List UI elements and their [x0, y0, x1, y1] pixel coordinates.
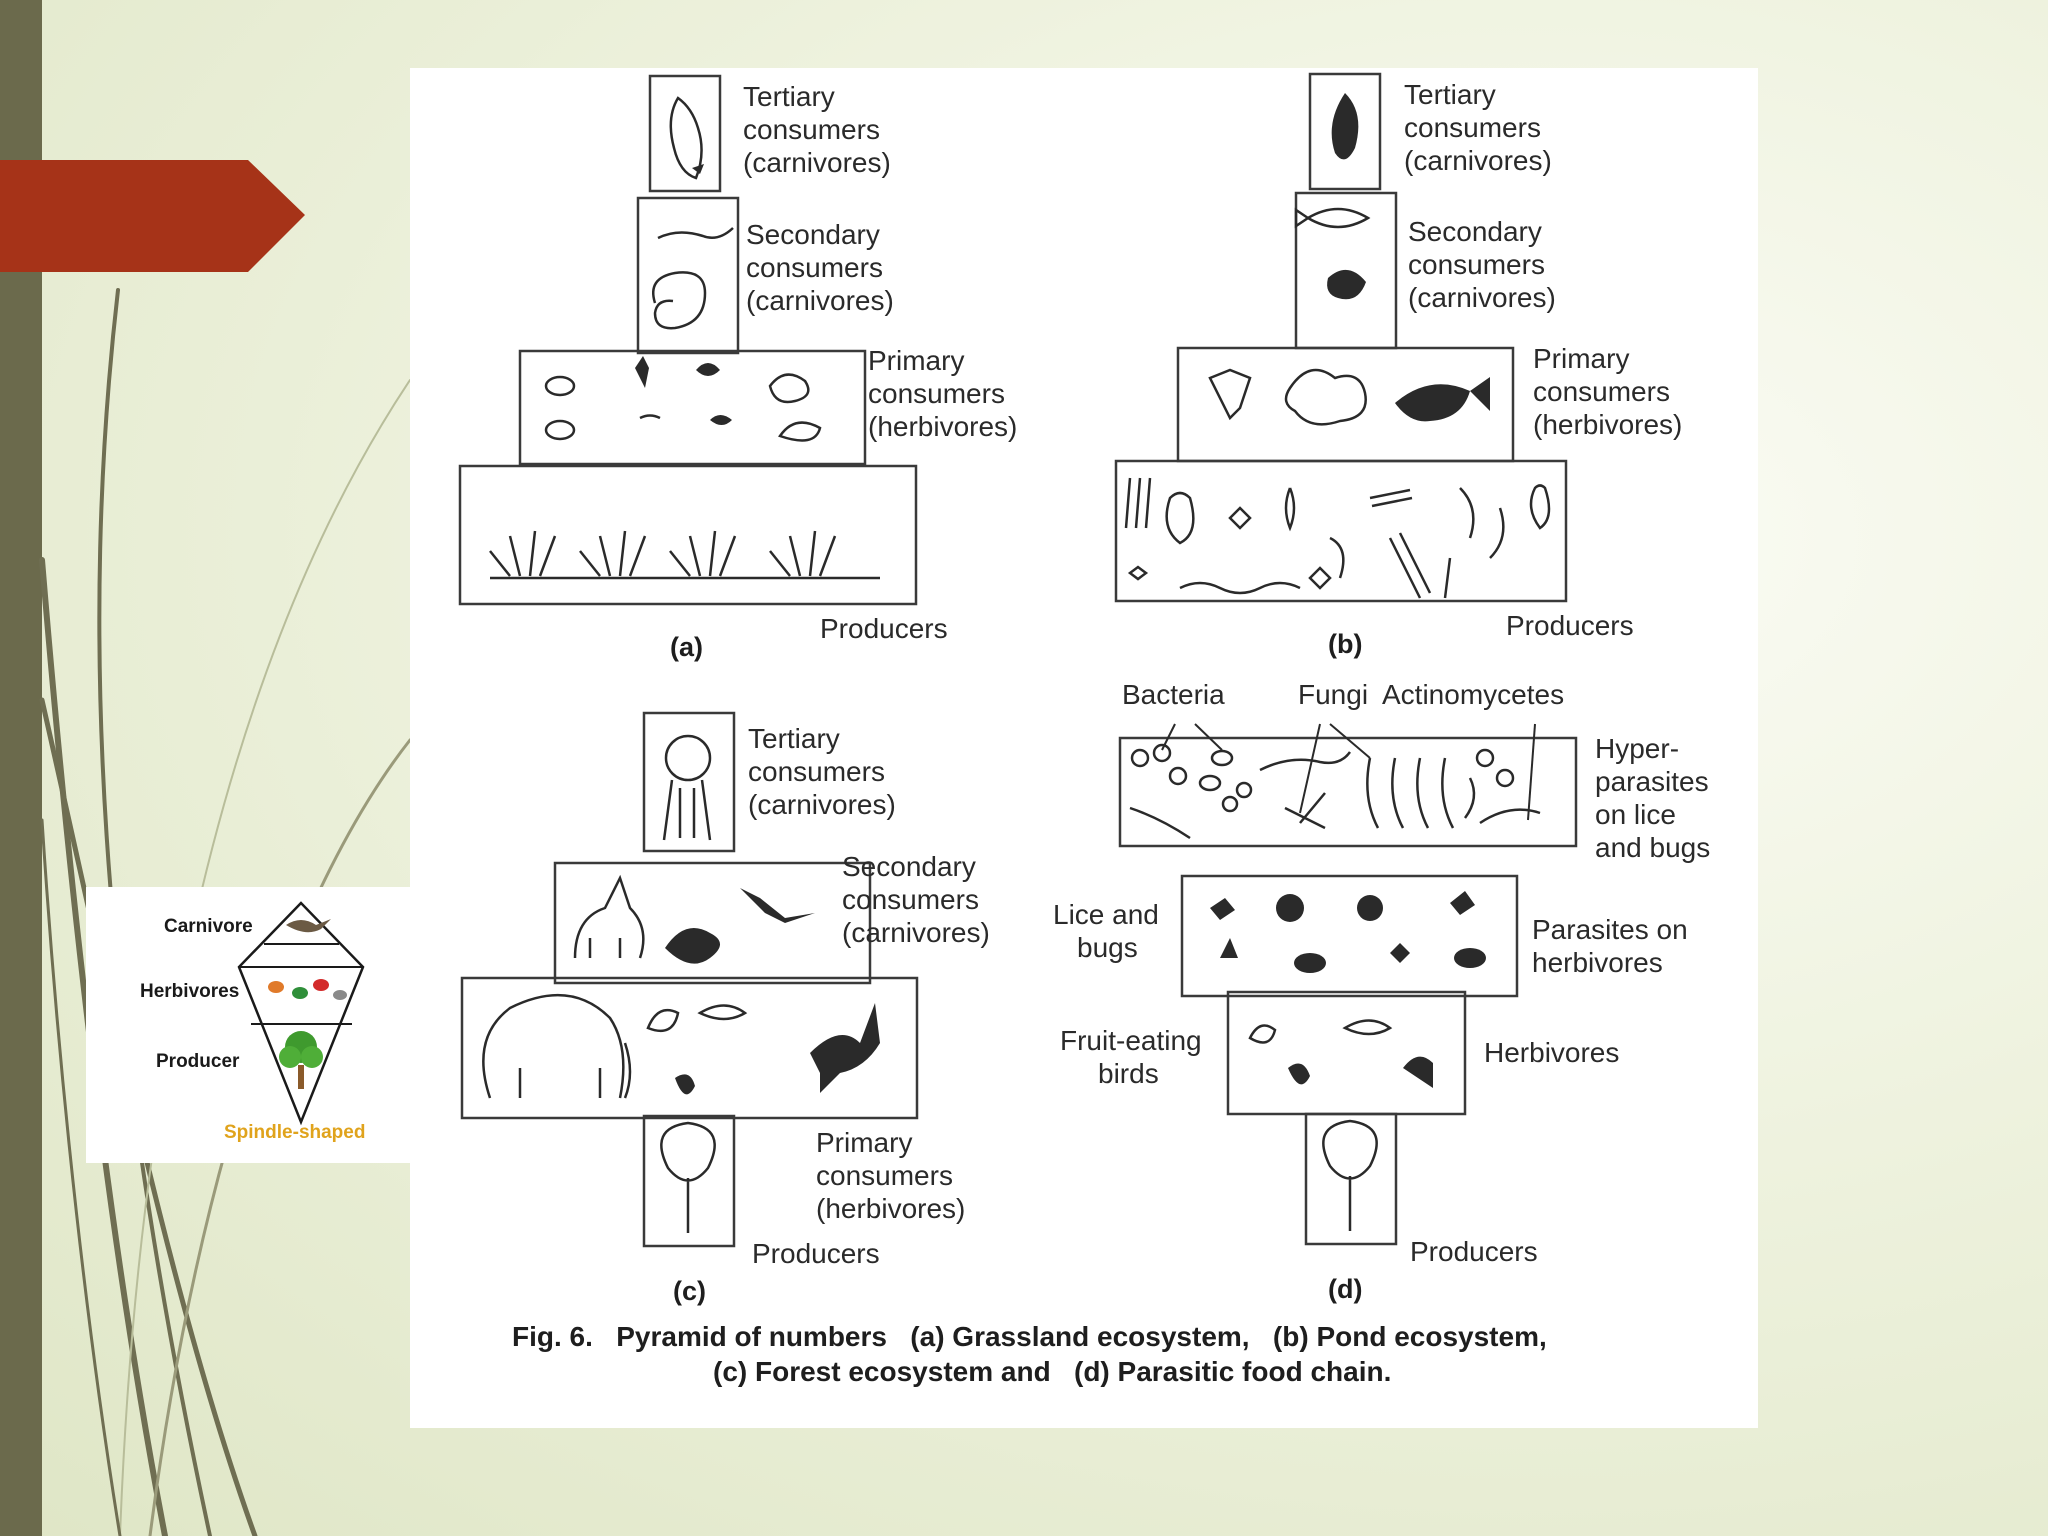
b-secondary-l2: consumers	[1408, 249, 1545, 280]
b-primary-l1: Primary	[1533, 343, 1629, 374]
pyramid-a: Tertiary consumers (carnivores) Secondar…	[458, 74, 1017, 662]
b-tag: (b)	[1328, 629, 1362, 659]
d-pointer-arrows	[1161, 723, 1536, 821]
tree-icon	[279, 1031, 323, 1089]
pyramid-b: Tertiary consumers (carnivores) Secondar…	[1114, 72, 1682, 659]
pyramid-c: Tertiary consumers (carnivores) Secondar…	[460, 711, 990, 1306]
d-tag: (d)	[1328, 1274, 1362, 1304]
b-tertiary-l3: (carnivores)	[1404, 145, 1552, 176]
c-secondary-box	[553, 861, 872, 985]
c-secondary-l3: (carnivores)	[842, 917, 990, 948]
section-arrow-flag	[0, 160, 305, 272]
c-primary-box	[460, 976, 919, 1120]
d-tree-figure	[1322, 1119, 1378, 1231]
inset-producer-label: Producer	[156, 1051, 240, 1072]
c-primary-l2: consumers	[816, 1160, 953, 1191]
a-grass-tufts	[489, 530, 880, 580]
c-secondary-l1: Secondary	[842, 851, 976, 882]
b-producers-label: Producers	[1506, 610, 1634, 641]
b-producer-box	[1114, 459, 1568, 603]
b-primary-l3: (herbivores)	[1533, 409, 1682, 440]
d-fruit-l2: birds	[1098, 1058, 1159, 1089]
c-tertiary-box	[642, 711, 736, 853]
b-primary-l2: consumers	[1533, 376, 1670, 407]
b-tertiary-l1: Tertiary	[1404, 79, 1496, 110]
a-primary-l3: (herbivores)	[868, 411, 1017, 442]
a-secondary-l3: (carnivores)	[746, 285, 894, 316]
b-phytoplankton	[1124, 477, 1551, 599]
c-herbivores	[482, 993, 880, 1099]
c-producers-label: Producers	[752, 1238, 880, 1269]
c-producer-box	[642, 1114, 736, 1248]
c-wolf-snake-lizard	[573, 874, 815, 964]
c-primary-l3: (herbivores)	[816, 1193, 965, 1224]
a-tertiary-box	[648, 74, 722, 193]
d-herbivores-label: Herbivores	[1484, 1037, 1619, 1068]
d-lice-bugs	[1210, 891, 1486, 973]
hawk-icon	[286, 919, 331, 933]
a-tag: (a)	[670, 632, 703, 662]
pyramid-figure-panel: Tertiary consumers (carnivores) Secondar…	[410, 68, 1758, 1428]
pyramid-d: Bacteria Fungi Actinomycetes Hyper- para…	[1053, 679, 1710, 1304]
d-lice-l2: bugs	[1077, 932, 1138, 963]
b-secondary-l1: Secondary	[1408, 216, 1542, 247]
figure-caption-line1: Fig. 6. Pyramid of numbers (a) Grassland…	[512, 1321, 1547, 1352]
a-herbivore-insects	[544, 356, 822, 442]
d-actinomycetes-label: Actinomycetes	[1382, 679, 1564, 710]
b-secondary-l3: (carnivores)	[1408, 282, 1556, 313]
d-parasites-l1: Parasites on	[1532, 914, 1688, 945]
d-producer-box	[1304, 1112, 1398, 1246]
a-hawk-figure	[669, 96, 704, 180]
inset-carnivore-label: Carnivore	[164, 916, 253, 937]
a-tertiary-l3: (carnivores)	[743, 147, 891, 178]
d-microbes	[1129, 743, 1541, 840]
b-tertiary-box	[1308, 72, 1382, 191]
c-tertiary-l2: consumers	[748, 756, 885, 787]
d-fruit-l1: Fruit-eating	[1060, 1025, 1202, 1056]
d-hyper-l3: on lice	[1595, 799, 1676, 830]
d-hyper-l2: parasites	[1595, 766, 1709, 797]
a-primary-l1: Primary	[868, 345, 964, 376]
inset-caption: Spindle-shaped	[224, 1122, 365, 1143]
a-producers-label: Producers	[820, 613, 948, 644]
d-lice-l1: Lice and	[1053, 899, 1159, 930]
b-tertiary-l2: consumers	[1404, 112, 1541, 143]
c-primary-l1: Primary	[816, 1127, 912, 1158]
a-tertiary-l2: consumers	[743, 114, 880, 145]
a-producer-box	[458, 464, 918, 606]
spindle-outline	[237, 901, 365, 1126]
c-secondary-l2: consumers	[842, 884, 979, 915]
a-primary-l2: consumers	[868, 378, 1005, 409]
d-birds	[1248, 1019, 1433, 1088]
a-tertiary-l1: Tertiary	[743, 81, 835, 112]
a-primary-box	[518, 349, 867, 466]
birds-icon	[268, 979, 347, 1000]
d-parasites-l2: herbivores	[1532, 947, 1663, 978]
d-hyper-l1: Hyper-	[1595, 733, 1679, 764]
inset-herbivores-label: Herbivores	[140, 981, 239, 1002]
d-fungi-label: Fungi	[1298, 679, 1368, 710]
a-lizard-snake-figure	[652, 227, 734, 330]
c-lion-figure	[662, 734, 712, 841]
d-bacteria-label: Bacteria	[1122, 679, 1225, 710]
d-hyper-l4: and bugs	[1595, 832, 1710, 863]
a-secondary-box	[636, 196, 740, 355]
d-parasite-box	[1180, 874, 1519, 998]
spindle-diagram: Carnivore Herbivores Producer Spindle-sh…	[140, 901, 365, 1143]
b-fish-figures	[1208, 93, 1490, 426]
d-herbivore-box	[1226, 990, 1467, 1116]
pyramid-figure: Tertiary consumers (carnivores) Secondar…	[458, 72, 1710, 1387]
spindle-inset-card: Carnivore Herbivores Producer Spindle-sh…	[86, 887, 410, 1163]
a-secondary-l2: consumers	[746, 252, 883, 283]
figure-caption-line2: (c) Forest ecosystem and (d) Parasitic f…	[713, 1356, 1391, 1387]
a-secondary-l1: Secondary	[746, 219, 880, 250]
c-tertiary-l1: Tertiary	[748, 723, 840, 754]
c-tree-figure	[660, 1121, 716, 1233]
c-tertiary-l3: (carnivores)	[748, 789, 896, 820]
c-tag: (c)	[673, 1276, 706, 1306]
d-producers-label: Producers	[1410, 1236, 1538, 1267]
